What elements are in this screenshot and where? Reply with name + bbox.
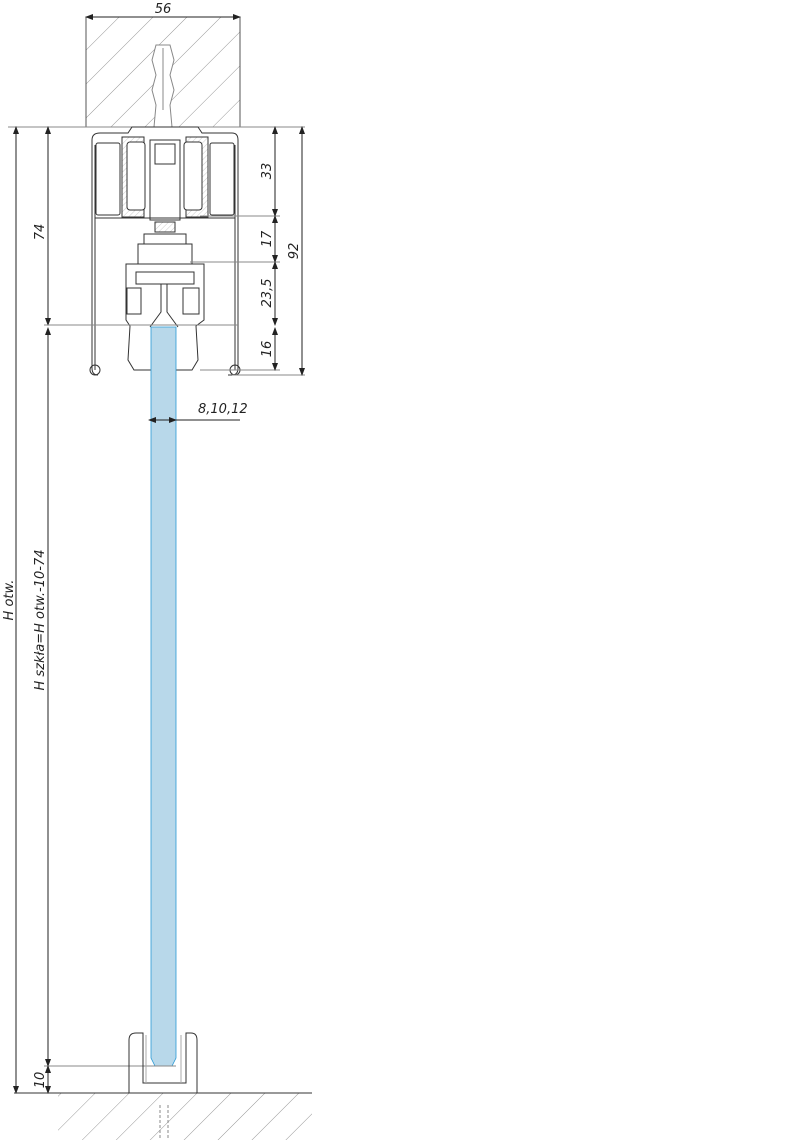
dimension-10: 10	[33, 1065, 51, 1094]
top-rail-profile	[8, 126, 305, 376]
dim-label-92: 92	[287, 243, 302, 260]
right-dimensions: 33 17 23,5 16 92	[190, 126, 305, 376]
dim-label-23-5: 23,5	[260, 279, 275, 308]
dim-label-glass-thickness: 8,10,12	[198, 402, 248, 417]
bottom-guide	[128, 1032, 198, 1093]
dimension-h-opening: H otw.	[2, 126, 19, 1094]
dim-label-h-opening: H otw.	[2, 580, 17, 621]
dim-label-56: 56	[155, 2, 172, 17]
dim-label-33: 33	[260, 163, 275, 180]
ceiling-block	[85, 16, 241, 128]
dim-label-74: 74	[33, 224, 48, 241]
dimension-56: 56	[85, 2, 241, 20]
glass-panel	[150, 326, 177, 1067]
dimension-glass-height: H szkła=H otw.-10-74	[33, 327, 176, 1067]
dim-label-10: 10	[33, 1072, 48, 1089]
dimension-glass-thickness: 8,10,12	[148, 402, 248, 423]
dim-label-16: 16	[260, 341, 275, 358]
dimension-74: 74	[33, 126, 238, 326]
dim-label-glass-height: H szkła=H otw.-10-74	[33, 550, 48, 691]
dim-label-17: 17	[260, 230, 275, 247]
floor	[14, 1092, 312, 1140]
